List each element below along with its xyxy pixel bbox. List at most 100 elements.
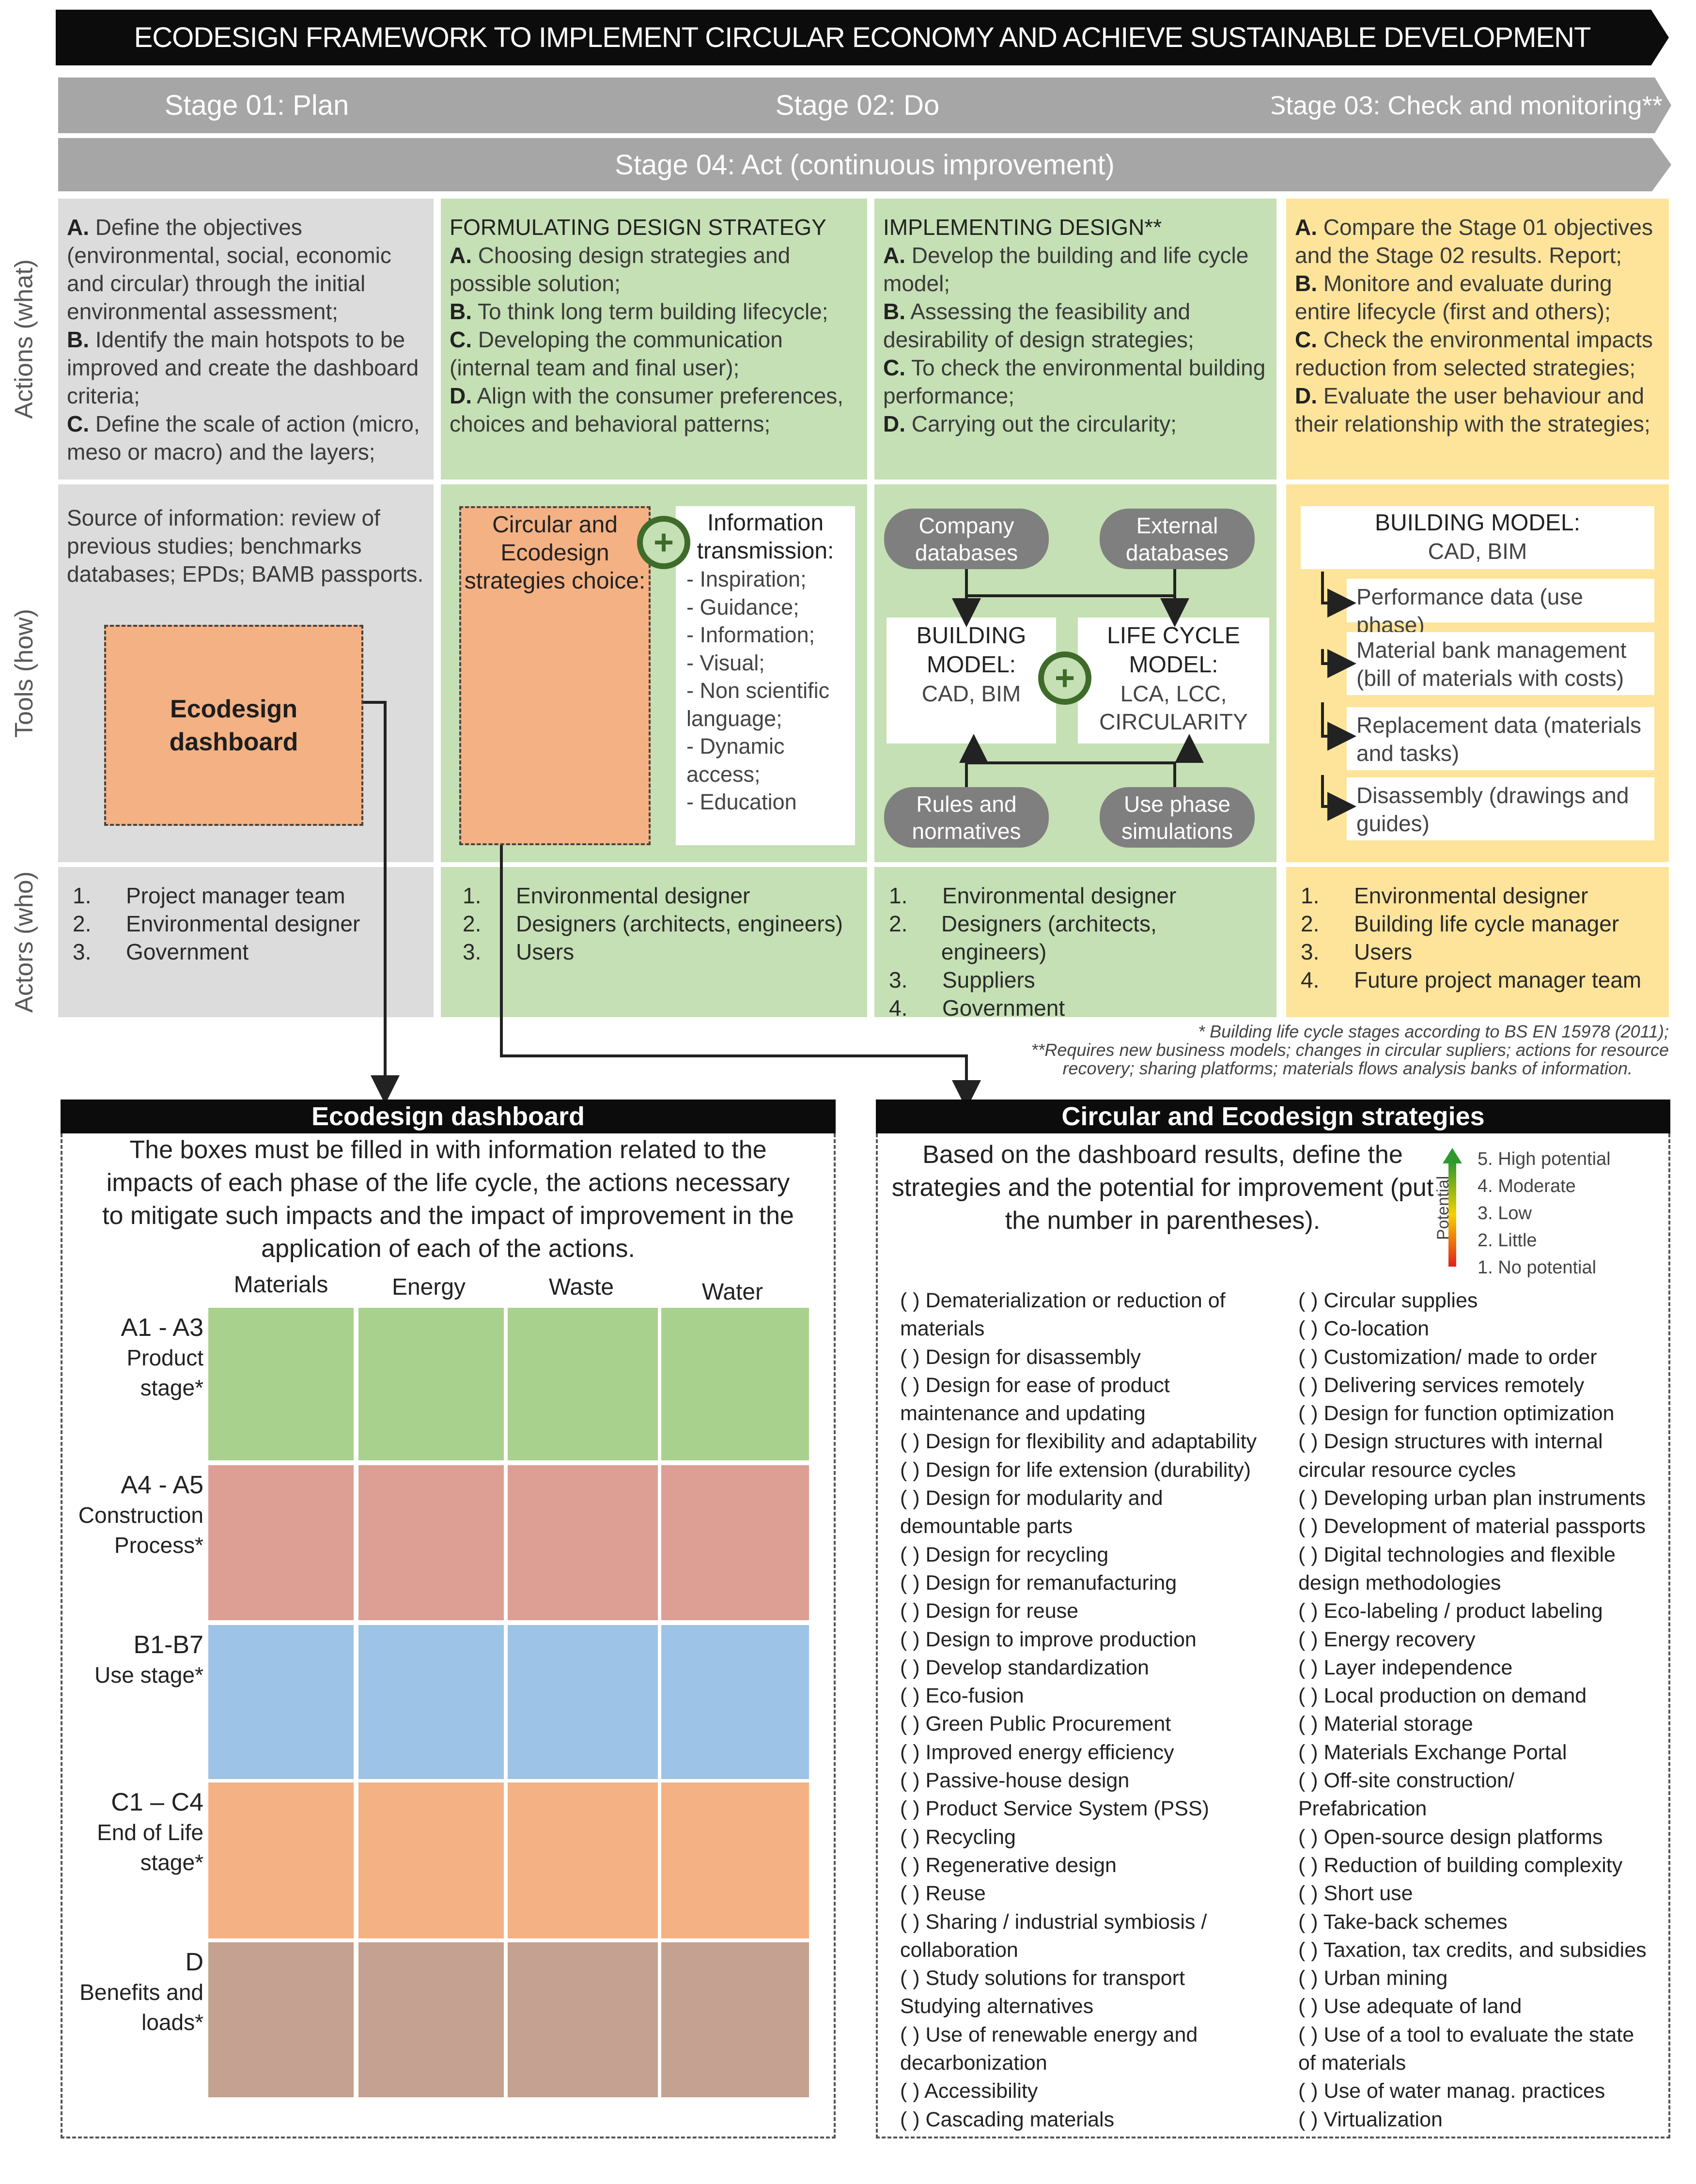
strategies-choice-box: Circular and Ecodesign strategies choice… <box>459 506 651 845</box>
ecodesign-dashboard-box: Ecodesign dashboard <box>104 625 363 826</box>
strategy-line: ( ) Eco-fusion <box>900 1684 1024 1708</box>
information-item: - Dynamic access; <box>686 734 785 787</box>
strategy-line: ( ) Energy recovery <box>1298 1627 1476 1651</box>
strategy-line: ( ) Circular supplies <box>1298 1289 1478 1312</box>
building-model-box: BUILDING MODEL: CAD, BIM <box>887 618 1056 743</box>
strategy-line: ( ) Urban mining <box>1298 1967 1448 1990</box>
building-model-box-check: BUILDING MODEL: CAD, BIM <box>1301 506 1654 569</box>
arrow-material-bank <box>1321 649 1356 678</box>
strategy-line: ( ) Design for remanufacturing <box>900 1571 1177 1595</box>
information-item: - Information; <box>686 622 815 647</box>
strategy-line: design methodologies <box>1298 1571 1501 1595</box>
company-databases: Company databases <box>884 509 1049 569</box>
dashboard-cell[interactable] <box>661 1465 809 1620</box>
actions-check: A. Compare the Stage 01 objectives and t… <box>1286 199 1669 480</box>
strategy-line: ( ) Design for recycling <box>900 1543 1109 1566</box>
strategy-line: circular resource cycles <box>1298 1458 1516 1482</box>
strategy-line: ( ) Digital technologies and flexible <box>1298 1543 1616 1566</box>
strategy-line: ( ) Developing urban plan instruments <box>1298 1487 1646 1510</box>
strategy-line: ( ) Design for life extension (durabilit… <box>900 1458 1251 1482</box>
strategy-line: ( ) Use adequate of land <box>1298 1995 1522 2018</box>
dashboard-row-code: C1 – C4 <box>111 1788 203 1816</box>
strategy-line: maintenance and updating <box>900 1402 1146 1425</box>
material-bank-management: Material bank management (bill of materi… <box>1347 632 1654 695</box>
dashboard-row-name: Construction Process* <box>78 1502 203 1558</box>
information-transmission-box: Information transmission: - Inspiration;… <box>676 506 855 845</box>
strategies-list-right: ( ) Circular supplies( ) Co-location( ) … <box>1298 1286 1666 2134</box>
dashboard-cell[interactable] <box>358 1942 504 2097</box>
legend-item: 2. Little <box>1478 1230 1537 1251</box>
strategy-line: ( ) Reduction of building complexity <box>1298 1853 1623 1877</box>
strategy-line: ( ) Design for ease of product <box>900 1373 1170 1397</box>
framework-title: ECODESIGN FRAMEWORK TO IMPLEMENT CIRCULA… <box>56 10 1669 65</box>
dashboard-cell[interactable] <box>358 1465 504 1620</box>
strategy-line: materials <box>900 1317 985 1341</box>
dashboard-cell[interactable] <box>208 1782 354 1938</box>
information-item: - Education <box>686 790 797 814</box>
dashboard-row-code: B1-B7 <box>133 1631 203 1659</box>
dashboard-cell[interactable] <box>208 1942 354 2097</box>
dashboard-cell[interactable] <box>208 1465 354 1620</box>
dashboard-row-name: Product stage* <box>126 1345 203 1400</box>
strategy-line: ( ) Design for modularity and <box>900 1487 1163 1510</box>
strategies-header: Circular and Ecodesign strategies <box>876 1100 1670 1133</box>
dashboard-cell[interactable] <box>661 1625 809 1779</box>
stage-01-plan: Stage 01: Plan <box>58 77 455 133</box>
strategy-line: Prefabrication <box>1298 1797 1427 1821</box>
dashboard-cell[interactable] <box>208 1625 354 1779</box>
strategy-line: ( ) Improved energy efficiency <box>900 1740 1174 1764</box>
footnote-1: * Building life cycle stages according t… <box>1198 1022 1669 1041</box>
dashboard-row-name: Benefits and loads* <box>79 1980 203 2035</box>
rules-connector <box>965 761 1176 787</box>
dashboard-cell[interactable] <box>661 1782 809 1938</box>
dashboard-cell[interactable] <box>358 1308 504 1460</box>
footnote-2: **Requires new business models; changes … <box>1031 1040 1669 1060</box>
legend-item: 1. No potential <box>1478 1257 1597 1278</box>
actors-design-strategy: 1.Environmental designer 2.Designers (ar… <box>441 867 867 1017</box>
strategy-line: decarbonization <box>900 2051 1047 2075</box>
potential-legend-bar <box>1443 1148 1462 1267</box>
strategy-line: ( ) Accessibility <box>900 2079 1038 2103</box>
strategy-line: ( ) Develop standardization <box>900 1656 1149 1679</box>
actions-heading: IMPLEMENTING DESIGN** <box>883 215 1162 240</box>
strategy-line: ( ) Recycling <box>900 1825 1016 1849</box>
strategy-line: ( ) Design for disassembly <box>900 1345 1141 1369</box>
dashboard-cell[interactable] <box>208 1308 354 1460</box>
arrow-strategies-to-panel <box>500 845 981 1109</box>
strategy-line: ( ) Material storage <box>1298 1712 1473 1736</box>
strategy-line: ( ) Green Public Procurement <box>900 1712 1171 1736</box>
dashboard-cell[interactable] <box>508 1308 658 1460</box>
external-databases: External databases <box>1100 509 1255 569</box>
dashboard-cell[interactable] <box>661 1308 809 1460</box>
dashboard-cell[interactable] <box>508 1465 658 1620</box>
strategy-line: demountable parts <box>900 1515 1073 1538</box>
strategy-line: ( ) Regenerative design <box>900 1853 1117 1877</box>
performance-data: Performance data (use phase) <box>1347 579 1654 637</box>
arrow-replacement <box>1321 702 1356 751</box>
stage-03-check: Stage 03: Check and monitoring** <box>1260 77 1671 133</box>
information-transmission-list: - Inspiration;- Guidance;- Information;-… <box>676 565 855 816</box>
strategies-description: Based on the dashboard results, define t… <box>891 1141 1434 1235</box>
dashboard-cell[interactable] <box>508 1942 658 2097</box>
strategy-line: ( ) Passive-house design <box>900 1769 1130 1793</box>
dashboard-cell[interactable] <box>358 1782 504 1938</box>
col-water: Water <box>701 1279 763 1305</box>
dashboard-row-name: Use stage* <box>94 1662 203 1688</box>
footnote-3: recovery; sharing platforms; materials f… <box>1062 1058 1633 1078</box>
strategy-line: ( ) Short use <box>1298 1882 1413 1905</box>
dashboard-cell[interactable] <box>508 1625 658 1779</box>
actions-plan: A. Define the objectives (environmental,… <box>58 199 434 480</box>
strategy-line: Studying alternatives <box>900 1995 1094 2018</box>
strategy-line: ( ) Off-site construction/ <box>1298 1769 1515 1793</box>
dashboard-cell[interactable] <box>661 1942 809 2097</box>
dashboard-cell[interactable] <box>358 1625 504 1779</box>
col-waste: Waste <box>548 1274 614 1300</box>
strategy-line: ( ) Design to improve production <box>900 1627 1197 1651</box>
strategy-line: ( ) Taxation, tax credits, and subsidies <box>1298 1938 1647 1962</box>
dashboard-cell[interactable] <box>508 1782 658 1938</box>
dashboard-row-code: A1 - A3 <box>121 1314 203 1342</box>
strategy-line: ( ) Design for reuse <box>900 1599 1079 1623</box>
strategy-line: ( ) Virtualization <box>1298 2107 1443 2131</box>
